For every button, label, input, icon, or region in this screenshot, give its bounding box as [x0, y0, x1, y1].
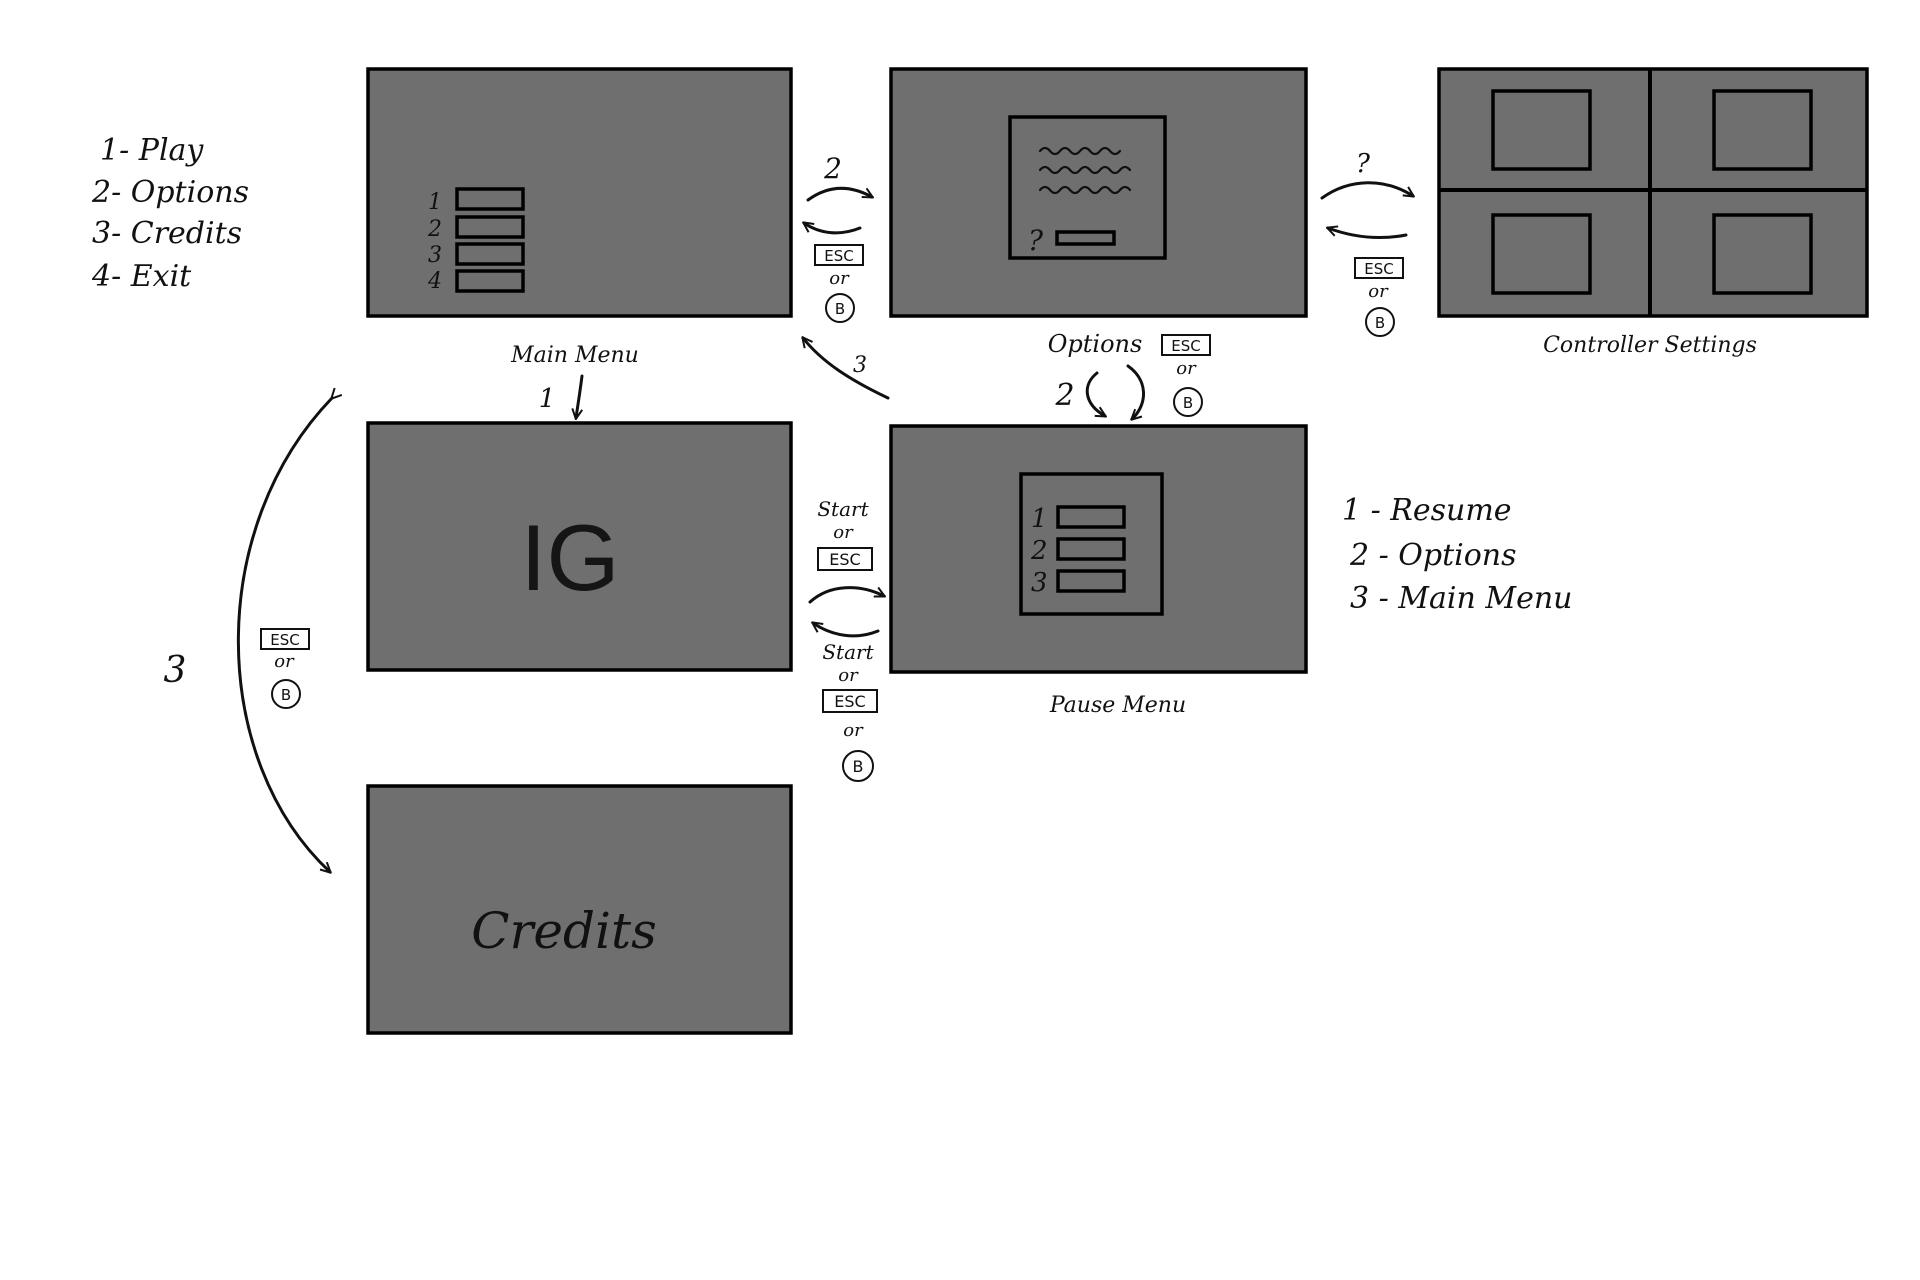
- controller-slot-3: [1491, 213, 1592, 295]
- credits-label: Credits: [471, 902, 657, 960]
- b-button-label: B: [281, 686, 291, 704]
- controller-slot-4: [1712, 213, 1813, 295]
- controller-settings-screen: [1437, 67, 1869, 318]
- transition-label-main-to-ingame: 1: [539, 384, 556, 414]
- pause-menu-slot-2: [1056, 537, 1126, 561]
- pause-item-number-2: 2: [1030, 536, 1048, 566]
- main-menu-legend: 1- Play 2- Options 3- Credits 4- Exit: [91, 133, 249, 294]
- esc-key-label: ESC: [270, 631, 299, 649]
- legend-credits: 3- Credits: [92, 216, 242, 251]
- esc-key-label: ESC: [824, 247, 853, 265]
- transition-ingame-pause: Start or ESC Start or ESC or B: [808, 497, 884, 782]
- legend-pause-options: 2 - Options: [1349, 538, 1517, 573]
- main-item-number-3: 3: [428, 243, 442, 268]
- or-label: or: [1368, 281, 1389, 302]
- controller-settings-caption: Controller Settings: [1543, 333, 1757, 358]
- main-menu-screen: 1 2 3 4: [366, 67, 793, 318]
- transition-pause-to-main: 3: [803, 338, 890, 400]
- esc-key-icon: [1161, 334, 1211, 356]
- b-button-label: B: [1375, 314, 1385, 332]
- esc-key-label: ESC: [1171, 337, 1200, 355]
- pause-item-number-3: 3: [1031, 568, 1048, 598]
- options-help-mark: ?: [1028, 224, 1044, 257]
- pause-menu-screen: 1 2 3: [889, 424, 1308, 674]
- or-label: or: [274, 651, 295, 672]
- esc-key-label: ESC: [834, 692, 865, 711]
- pause-item-number-1: 1: [1031, 504, 1048, 534]
- b-button-icon: [271, 679, 301, 709]
- transition-label-start: Start: [822, 640, 874, 664]
- esc-key-icon: [814, 244, 864, 266]
- esc-key-label: ESC: [1364, 260, 1393, 278]
- b-button-label: B: [1183, 394, 1193, 412]
- options-text-line-3: [1038, 185, 1132, 195]
- transition-label-options-to-controller: ?: [1356, 149, 1371, 179]
- transition-label-start: Start: [817, 497, 869, 521]
- b-button-icon: [825, 293, 855, 323]
- transition-main-options: 2 ESC or B: [804, 152, 872, 323]
- options-text-line-1: [1038, 146, 1122, 156]
- b-button-icon: [1365, 307, 1395, 337]
- main-menu-slot-4: [455, 269, 525, 293]
- controller-slot-2: [1712, 89, 1813, 171]
- transition-label-pause-to-main: 3: [853, 353, 867, 378]
- or-label: or: [829, 268, 850, 289]
- main-item-number-1: 1: [428, 190, 442, 215]
- legend-main-menu: 3 - Main Menu: [1350, 581, 1572, 616]
- main-item-number-2: 2: [427, 217, 442, 242]
- in-game-label: IG: [520, 505, 619, 610]
- legend-play: 1- Play: [100, 133, 204, 168]
- pause-menu-caption: Pause Menu: [1049, 693, 1186, 718]
- pause-menu-panel: [1019, 472, 1164, 616]
- pause-menu-legend: 1 - Resume 2 - Options 3 - Main Menu: [1342, 493, 1572, 616]
- transition-options-controller: ? ESC or B: [1320, 149, 1413, 337]
- esc-key-icon: [260, 628, 310, 650]
- main-item-number-4: 4: [427, 269, 442, 294]
- esc-key-icon: [817, 547, 873, 571]
- transition-pause-options: Options ESC or B 2: [1048, 330, 1211, 419]
- options-screen: ?: [889, 67, 1308, 318]
- pause-menu-slot-3: [1056, 569, 1126, 593]
- b-button-icon: [842, 750, 874, 782]
- options-panel: [1008, 115, 1167, 260]
- esc-key-icon: [1354, 257, 1404, 279]
- main-menu-caption: Main Menu: [510, 343, 639, 368]
- b-button-icon: [1173, 387, 1203, 417]
- or-label: or: [843, 720, 864, 741]
- controller-slot-1: [1491, 89, 1592, 171]
- options-caption: Options: [1048, 330, 1143, 358]
- b-button-label: B: [835, 300, 845, 318]
- main-menu-slot-1: [455, 187, 525, 211]
- or-label: or: [838, 665, 859, 686]
- transition-credits-loop: 3 ESC or B: [164, 398, 332, 872]
- legend-options: 2- Options: [91, 175, 249, 210]
- b-button-label: B: [853, 757, 864, 776]
- transition-label-main-to-options: 2: [823, 152, 842, 185]
- legend-exit: 4- Exit: [91, 259, 192, 294]
- or-label: or: [833, 522, 854, 543]
- options-text-line-2: [1038, 165, 1132, 175]
- transition-label-credits: 3: [164, 650, 187, 691]
- credits-screen: Credits: [366, 784, 793, 1035]
- or-label: or: [1176, 358, 1197, 379]
- transition-main-to-ingame: 1: [539, 374, 584, 418]
- esc-key-label: ESC: [829, 550, 860, 569]
- main-menu-slot-3: [455, 242, 525, 266]
- transition-label-pause-options: 2: [1054, 378, 1074, 413]
- esc-key-icon: [822, 689, 878, 713]
- legend-resume: 1 - Resume: [1342, 493, 1512, 528]
- in-game-screen: IG: [366, 421, 793, 672]
- pause-menu-slot-1: [1056, 505, 1126, 529]
- main-menu-slot-2: [455, 215, 525, 239]
- options-button-slot: [1055, 230, 1116, 246]
